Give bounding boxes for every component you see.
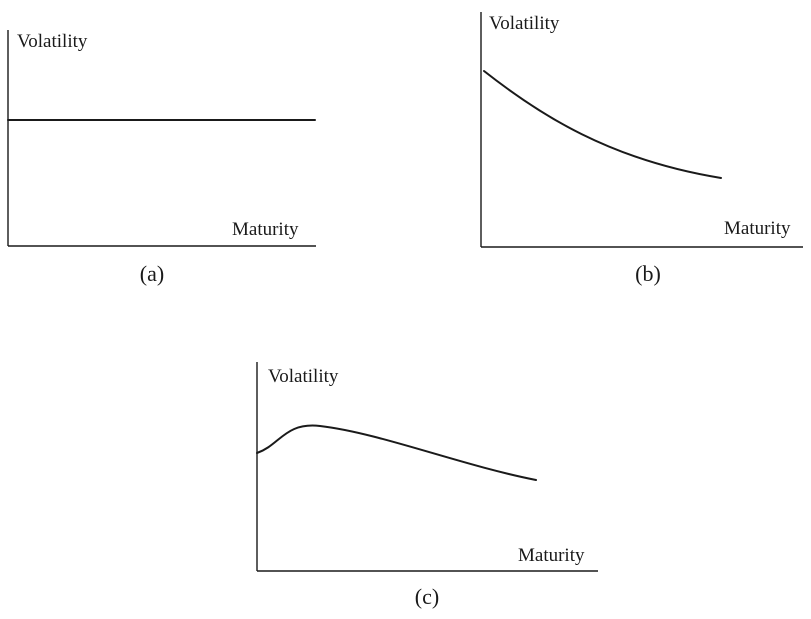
panel-c-caption: (c) <box>415 584 439 609</box>
panel-c: Volatility Maturity (c) <box>256 362 598 609</box>
panel-a-caption: (a) <box>140 261 164 286</box>
panel-a-x-label: Maturity <box>232 219 299 240</box>
panel-c-humped-curve <box>256 424 537 481</box>
panel-c-y-label: Volatility <box>268 366 339 387</box>
panel-b: Volatility Maturity (b) <box>480 12 803 286</box>
panel-b-declining-curve <box>483 70 722 179</box>
panel-b-x-label: Maturity <box>724 218 791 239</box>
panel-c-x-label: Maturity <box>518 545 585 566</box>
panel-a: Volatility Maturity (a) <box>7 30 316 286</box>
panel-a-y-label: Volatility <box>17 31 88 52</box>
panel-b-y-label: Volatility <box>489 13 560 34</box>
panel-b-caption: (b) <box>635 261 661 286</box>
